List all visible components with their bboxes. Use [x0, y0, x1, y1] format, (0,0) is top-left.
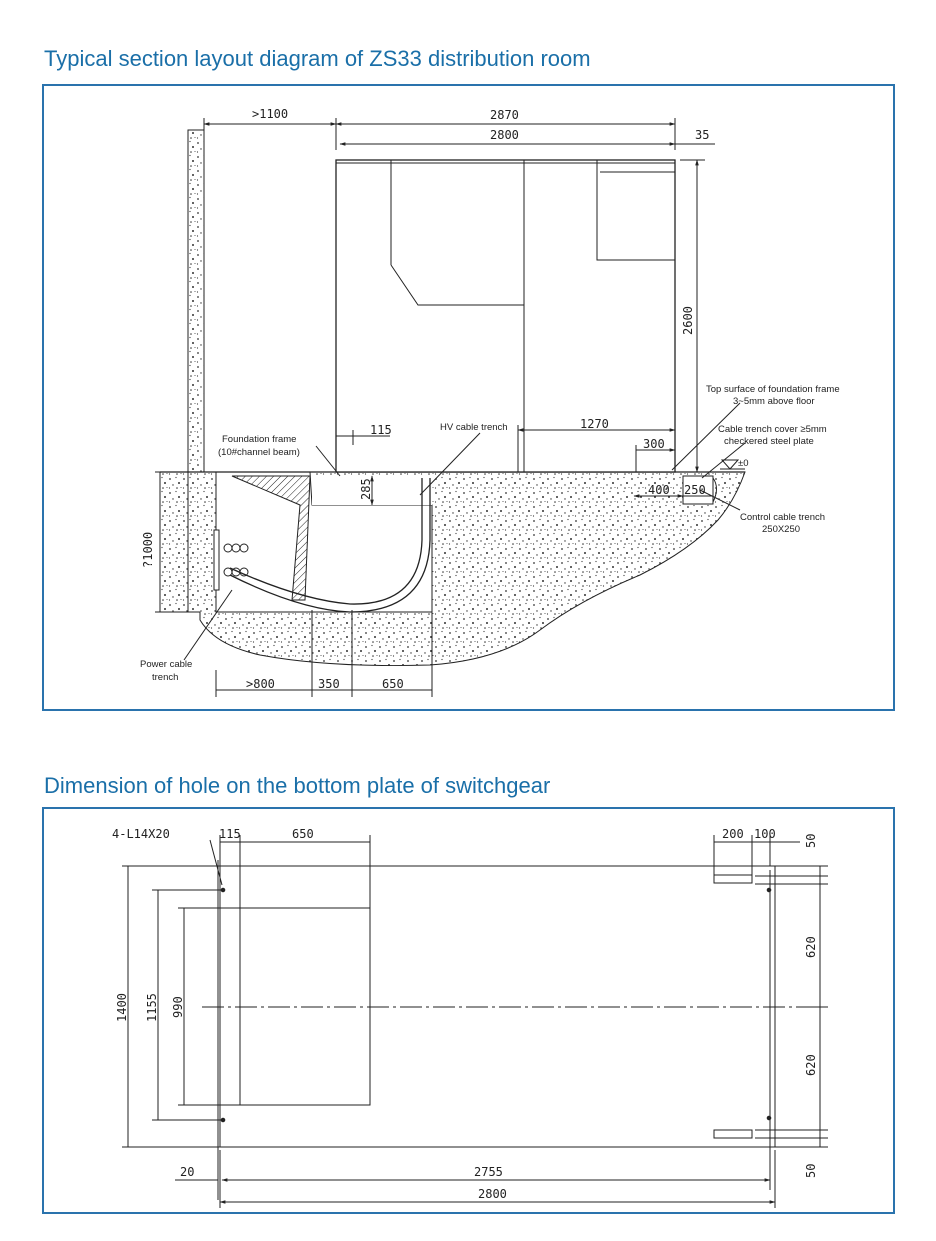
section-dimension-texts: >1100 2870 2800 35 2600 115 1270 300 400… [141, 107, 749, 691]
dim-800: >800 [246, 677, 275, 691]
wall [187, 129, 205, 473]
cover-label-1: Cable trench cover ≥5mm [718, 424, 827, 435]
switchgear-cabinet [335, 159, 676, 473]
dim-350: 350 [318, 677, 340, 691]
hv-trench-label: HV cable trench [440, 422, 508, 433]
plate-dim-50-bottom: 50 [804, 1164, 818, 1178]
level-mark: ±0 [738, 458, 749, 469]
dim-2870: 2870 [490, 108, 519, 122]
dim-2600: 2600 [681, 306, 695, 335]
plate-dim-100: 100 [754, 827, 776, 841]
top-surface-label-1: Top surface of foundation frame [706, 384, 840, 395]
plate-dim-2800: 2800 [478, 1187, 507, 1201]
section-drawing [155, 118, 746, 697]
plate-dim-50-top: 50 [804, 834, 818, 848]
trench-wedge [231, 475, 311, 601]
top-surface-label-2: 3~5mm above floor [733, 396, 815, 407]
dim-400: 400 [648, 483, 670, 497]
control-trench-label-1: Control cable trench [740, 512, 825, 523]
hole-spec-label: 4-L14X20 [112, 827, 170, 841]
power-trench-label-1: Power cable [140, 659, 192, 670]
power-trench-label-2: trench [152, 672, 178, 683]
dim-1270: 1270 [580, 417, 609, 431]
dim-2800: 2800 [490, 128, 519, 142]
dim-250: 250 [684, 483, 706, 497]
section-diagram-title: Typical section layout diagram of ZS33 d… [44, 46, 591, 71]
slot-top [713, 874, 753, 884]
cable-curve [229, 478, 423, 605]
foundation-label-2: (10#channel beam) [218, 447, 300, 458]
plate-dim-1400: 1400 [115, 993, 129, 1022]
dim-285: 285 [359, 478, 373, 500]
main-opening [239, 907, 371, 1106]
plate-drawing [122, 835, 828, 1208]
foundation-label-1: Foundation frame [222, 434, 296, 445]
plate-dim-990: 990 [171, 996, 185, 1018]
dim-115: 115 [370, 423, 392, 437]
cover-label-2: checkered steel plate [724, 436, 814, 447]
plate-dim-620-top: 620 [804, 936, 818, 958]
slot-bottom [713, 1129, 753, 1139]
dim-35: 35 [695, 128, 709, 142]
plate-diagram-title: Dimension of hole on the bottom plate of… [44, 773, 551, 798]
plate-dim-20: 20 [180, 1165, 194, 1179]
control-trench-label-2: 250X250 [762, 524, 800, 535]
plate-dim-1155: 1155 [145, 993, 159, 1022]
control-cable-trench [682, 475, 714, 505]
dim-1000: ?1000 [141, 532, 155, 568]
section-labels: Foundation frame (10#channel beam) HV ca… [140, 384, 840, 683]
plate-dim-115: 115 [219, 827, 241, 841]
dim-650: 650 [382, 677, 404, 691]
plate-dim-2755: 2755 [474, 1165, 503, 1179]
plate-dim-620-bottom: 620 [804, 1054, 818, 1076]
dim-1100: >1100 [252, 107, 288, 121]
plate-dimension-texts: 4-L14X20 115 650 200 100 50 620 620 50 1… [112, 827, 818, 1201]
plate-dim-200: 200 [722, 827, 744, 841]
dim-300: 300 [643, 437, 665, 451]
plate-dim-650: 650 [292, 827, 314, 841]
